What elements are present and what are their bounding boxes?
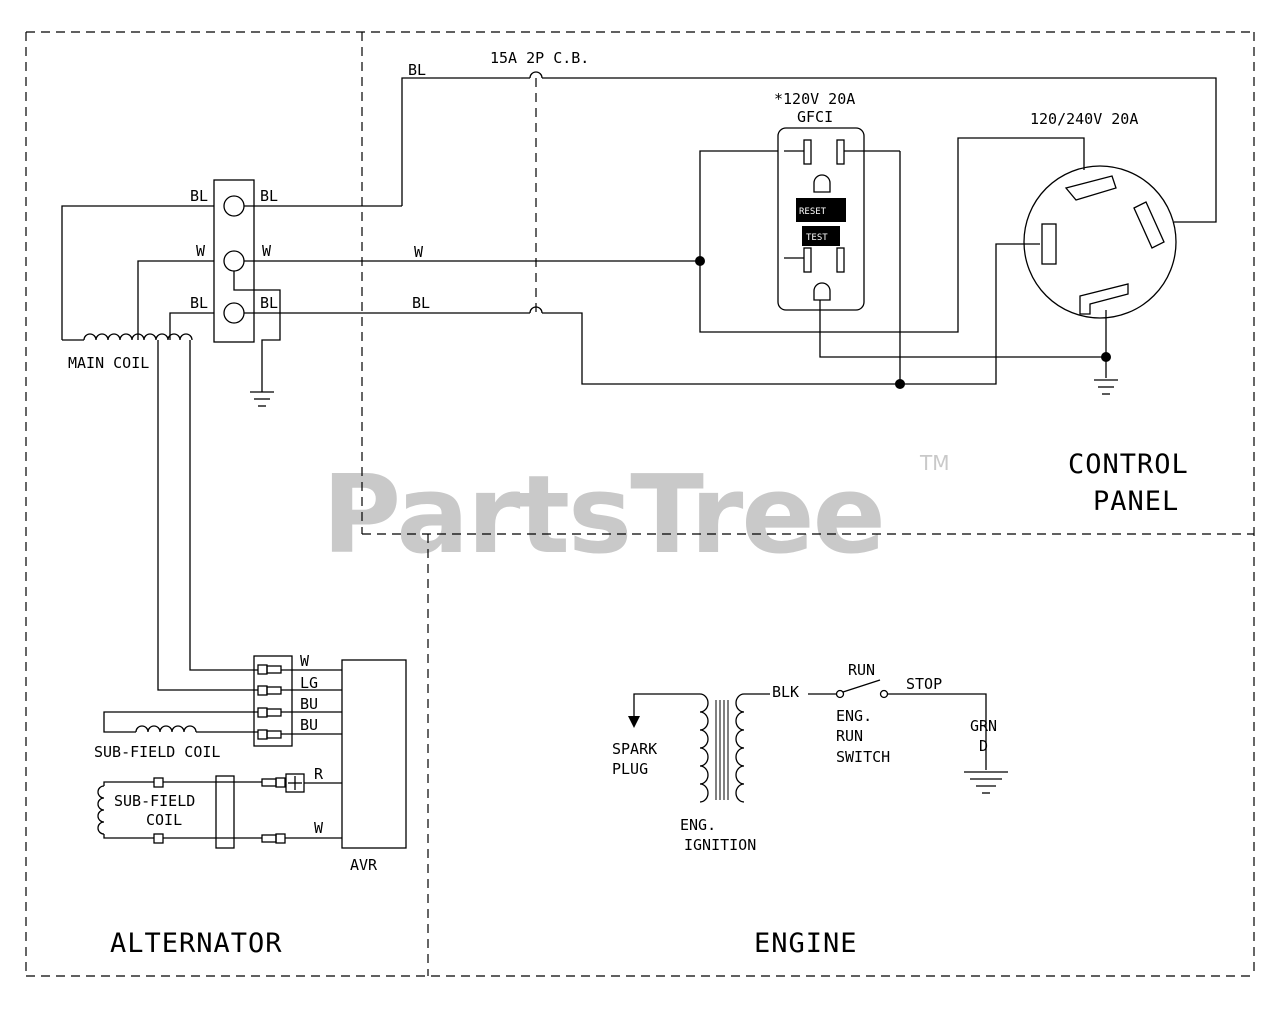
avr-lower-wire-label-w: W	[314, 819, 324, 837]
top-bl-wire-label: BL	[408, 61, 426, 79]
gfci-test-button: TEST	[806, 233, 828, 243]
ground-symbol-control-panel	[1094, 379, 1118, 395]
sub-field-coil-2	[97, 773, 342, 849]
twist-lock-receptacle	[1023, 165, 1177, 378]
avr-lower-wire-label-r: R	[314, 765, 324, 783]
terminal-right-label-1: BL	[260, 187, 278, 205]
spark-plug	[628, 693, 700, 728]
sub-field-coil-2-label-line2: COIL	[146, 811, 182, 829]
twist-lock-label: 120/240V 20A	[1030, 110, 1138, 128]
junction-dot-bl	[895, 379, 905, 389]
gfci-receptacle	[699, 127, 1106, 384]
terminal-left-label-2: W	[196, 242, 206, 260]
terminal-left-label-3: BL	[190, 294, 208, 312]
gfci-reset-button: RESET	[799, 207, 827, 217]
alternator-section-label: ALTERNATOR	[110, 928, 283, 959]
switch-label-line1: ENG.	[836, 707, 872, 725]
engine-run-switch	[808, 679, 987, 770]
spark-plug-label-line2: PLUG	[612, 760, 648, 778]
blk-wire-label: BLK	[772, 683, 799, 701]
gfci-rating-label: *120V 20A	[774, 90, 855, 108]
breaker-label: 15A 2P C.B.	[490, 49, 589, 67]
ground-symbol-terminal	[250, 391, 274, 407]
avr-label: AVR	[350, 856, 378, 874]
main-coil-label: MAIN COIL	[68, 354, 149, 372]
sub-field-coil-2-label-line1: SUB-FIELD	[114, 792, 195, 810]
main-coil	[62, 333, 193, 341]
control-panel-label-line2: PANEL	[1093, 486, 1179, 517]
ignition-label-line2: IGNITION	[684, 836, 756, 854]
grn-label-line1: GRN	[970, 717, 997, 735]
avr-wire-label-bu-2: BU	[300, 716, 318, 734]
stop-label: STOP	[906, 675, 942, 693]
avr-box	[341, 659, 407, 849]
control-panel-label-line1: CONTROL	[1068, 449, 1189, 480]
grn-label-line2: D	[979, 737, 988, 755]
terminal-right-label-3: BL	[260, 294, 278, 312]
avr-connector	[103, 655, 342, 747]
watermark-trademark: TM	[919, 451, 949, 475]
terminal-left-label-1: BL	[190, 187, 208, 205]
mid-w-wire-label: W	[414, 243, 424, 261]
avr-wire-label-lg: LG	[300, 674, 318, 692]
circuit-breaker	[401, 71, 1217, 385]
ignition-coil	[699, 693, 770, 803]
terminal-right-label-2: W	[262, 242, 272, 260]
ground-symbol-engine	[964, 771, 1008, 794]
terminal-block	[213, 179, 700, 392]
sub-field-coil-label: SUB-FIELD COIL	[94, 743, 220, 761]
switch-label-line2: RUN	[836, 727, 863, 745]
watermark-text: PartsTree	[322, 453, 884, 578]
section-frame	[25, 31, 1255, 977]
spark-plug-label-line1: SPARK	[612, 740, 657, 758]
main-coil-leads	[61, 205, 258, 691]
avr-wire-label-w: W	[300, 652, 310, 670]
junction-dot-w	[695, 256, 705, 266]
low-bl-wire-label: BL	[412, 294, 430, 312]
switch-label-line3: SWITCH	[836, 748, 890, 766]
avr-wire-label-bu-1: BU	[300, 695, 318, 713]
ignition-label-line1: ENG.	[680, 816, 716, 834]
run-label: RUN	[848, 661, 875, 679]
engine-section-label: ENGINE	[754, 928, 858, 959]
gfci-label: GFCI	[797, 108, 833, 126]
